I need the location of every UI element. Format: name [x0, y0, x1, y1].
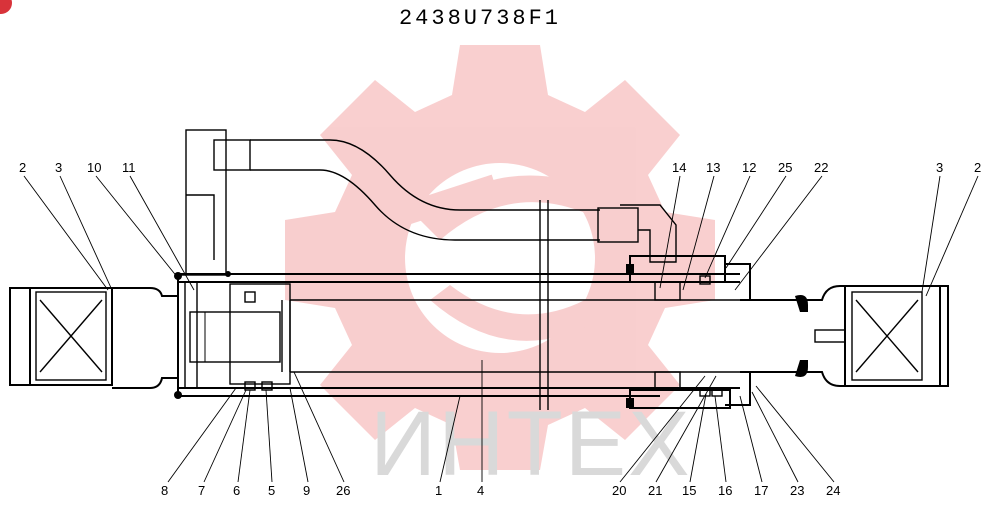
watermark-text: ИНТЕХ [370, 393, 692, 495]
callouts-bottom: 8 7 6 5 9 26 1 4 20 21 15 16 17 23 24 [161, 483, 840, 498]
gland-head [626, 255, 751, 409]
callout-label: 24 [826, 483, 840, 498]
piston [189, 283, 800, 391]
callout-label: 6 [233, 483, 240, 498]
callout-label: 15 [682, 483, 696, 498]
callout-label: 11 [122, 160, 136, 175]
callout-label: 7 [198, 483, 205, 498]
callout-label: 20 [612, 483, 626, 498]
watermark-gear-icon [285, 45, 715, 470]
callout-label: 3 [55, 160, 62, 175]
callout-label: 2 [19, 160, 26, 175]
callout-label: 4 [477, 483, 484, 498]
callout-label: 23 [790, 483, 804, 498]
callout-label: 21 [648, 483, 662, 498]
callout-label: 13 [706, 160, 720, 175]
callout-label: 16 [718, 483, 732, 498]
drawing-title: 2438U738F1 [398, 6, 562, 31]
callout-label: 9 [303, 483, 310, 498]
callout-label: 3 [936, 160, 943, 175]
left-eye [9, 287, 179, 389]
callout-label: 2 [974, 160, 981, 175]
callout-label: 26 [336, 483, 350, 498]
callout-label: 8 [161, 483, 168, 498]
callout-label: 25 [778, 160, 792, 175]
piston-rod [750, 285, 846, 387]
callout-label: 17 [754, 483, 768, 498]
callout-label: 5 [268, 483, 275, 498]
break-line [539, 200, 549, 410]
callouts-top: 2 3 10 11 14 13 12 25 22 3 2 [19, 160, 981, 175]
leader-lines-bottom [167, 360, 835, 483]
hydraulic-pipe [176, 129, 677, 276]
callout-label: 1 [435, 483, 442, 498]
callout-label: 22 [814, 160, 828, 175]
leader-lines-top [23, 175, 979, 297]
callout-label: 10 [87, 160, 101, 175]
weld-marks [174, 271, 231, 399]
callout-label: 14 [672, 160, 686, 175]
corner-mark [0, 0, 12, 14]
callout-label: 12 [742, 160, 756, 175]
right-eye [844, 285, 949, 387]
